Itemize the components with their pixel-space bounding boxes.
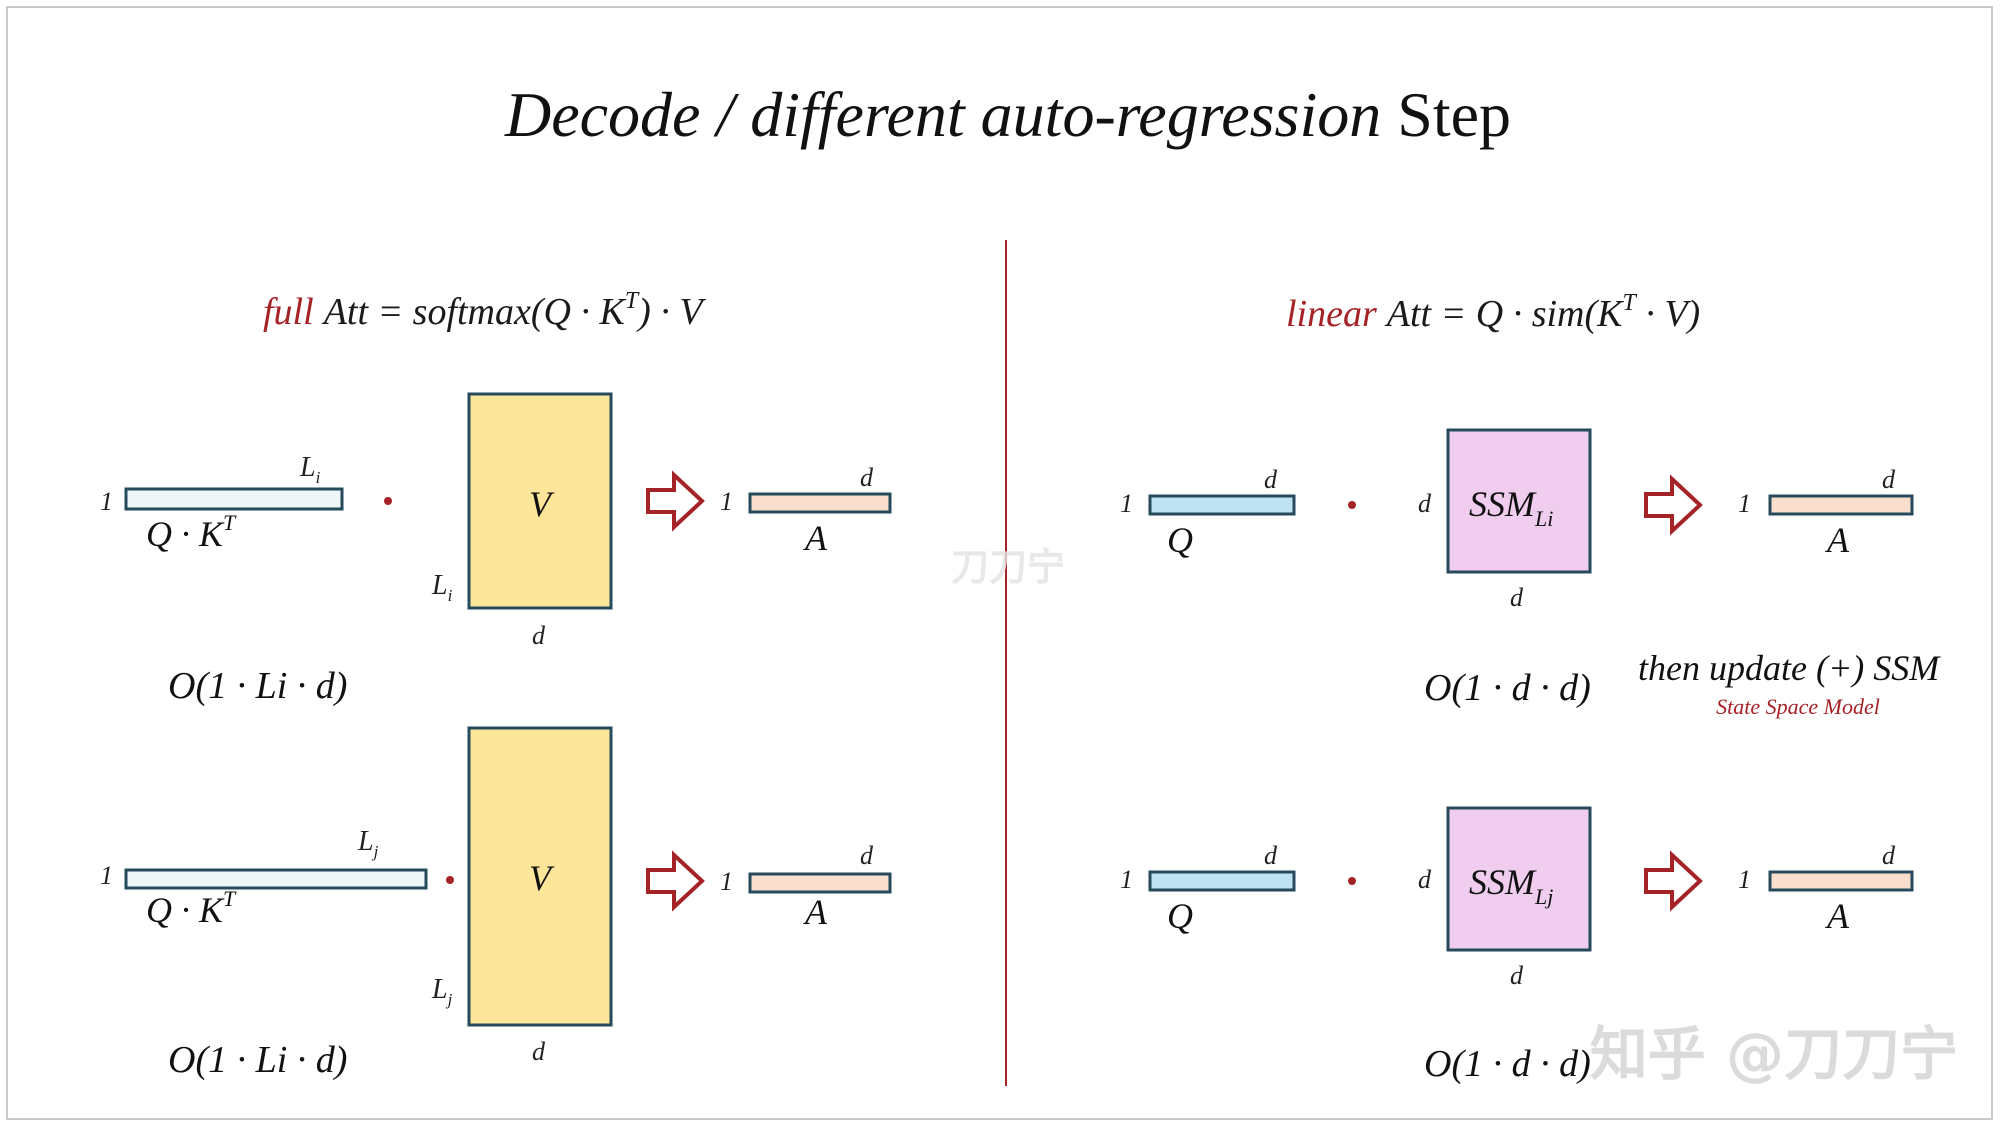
out-label: A — [803, 892, 828, 932]
output-vector — [748, 872, 892, 894]
out-label: A — [1825, 896, 1850, 936]
out-row-dim-label: 1 — [720, 867, 733, 896]
v-height-label: Li — [431, 570, 453, 605]
out-d-label: d — [1882, 841, 1896, 870]
qk-row-dim-label: 1 — [100, 487, 113, 516]
multiply-dot — [384, 497, 392, 505]
title-italic: Decode / different auto-regression — [504, 79, 1381, 150]
out-row-dim-label: 1 — [1738, 865, 1751, 894]
ssm-label: SSMLi — [1469, 484, 1553, 531]
output-vector — [1768, 494, 1914, 516]
q-vector — [1148, 870, 1296, 892]
v-matrix — [467, 392, 613, 610]
qk-row-dim-label: 1 — [100, 861, 113, 890]
update-note: then update (+) SSM — [1638, 648, 1941, 688]
out-row-dim-label: 1 — [1738, 489, 1751, 518]
left-formula-sup: T — [625, 288, 640, 314]
q-d-label: d — [1264, 465, 1278, 494]
out-d-label: d — [860, 463, 874, 492]
ssm-matrix — [1446, 806, 1592, 952]
qk-label: Q · KT — [146, 886, 237, 930]
ssm-d-bottom-label: d — [1510, 961, 1524, 990]
out-d-label: d — [860, 841, 874, 870]
right-formula-text: Att = Q · sim(K — [1384, 293, 1624, 335]
q-label: Q — [1167, 520, 1193, 560]
right-row-2: 1 d Q d SSMLj d 1 d A O(1 · d · d) — [1120, 806, 1914, 1085]
complexity-label: O(1 · d · d) — [1424, 1043, 1591, 1085]
right-row-1: 1 d Q d SSMLi d 1 d A O(1 · d · d) then … — [1120, 428, 1941, 719]
v-width-label: d — [532, 1037, 546, 1066]
out-label: A — [1825, 520, 1850, 560]
q-row-dim-label: 1 — [1120, 489, 1133, 518]
q-label: Q — [1167, 896, 1193, 936]
title-upright: Step — [1397, 79, 1511, 150]
left-formula-keyword: full — [263, 291, 314, 333]
v-label: V — [529, 484, 555, 524]
qk-vector — [124, 487, 344, 511]
out-d-label: d — [1882, 465, 1896, 494]
complexity-label: O(1 · d · d) — [1424, 667, 1591, 709]
out-row-dim-label: 1 — [720, 487, 733, 516]
qk-label: Q · KT — [146, 510, 237, 554]
right-arrow-icon — [646, 853, 704, 909]
right-formula-tail: · V) — [1636, 293, 1700, 335]
left-row-1: 1 Li Q · KT V Li d 1 d A O(1 · Li · d) — [100, 392, 892, 707]
qk-length-label: Lj — [357, 826, 379, 861]
q-vector — [1148, 494, 1296, 516]
output-vector — [1768, 870, 1914, 892]
left-formula-tail: ) · V — [636, 291, 706, 333]
qk-vector — [124, 868, 428, 890]
corner-watermark: 知乎 @刀刀宁 — [1590, 1020, 1958, 1088]
ssm-label: SSMLj — [1469, 862, 1553, 909]
update-subnote: State Space Model — [1716, 694, 1880, 719]
output-vector — [748, 492, 892, 514]
complexity-label: O(1 · Li · d) — [168, 665, 347, 707]
multiply-dot — [1348, 501, 1356, 509]
multiply-dot — [446, 876, 454, 884]
right-arrow-icon — [646, 473, 704, 529]
right-arrow-icon — [1644, 477, 1702, 533]
v-height-label: Lj — [431, 974, 453, 1009]
v-matrix — [467, 726, 613, 1027]
complexity-label: O(1 · Li · d) — [168, 1039, 347, 1081]
qk-length-label: Li — [299, 452, 321, 487]
ssm-matrix — [1446, 428, 1592, 574]
q-d-label: d — [1264, 841, 1278, 870]
out-label: A — [803, 518, 828, 558]
v-width-label: d — [532, 621, 546, 650]
ssm-d-left-label: d — [1418, 865, 1432, 894]
right-formula-keyword: linear — [1286, 293, 1377, 335]
q-row-dim-label: 1 — [1120, 865, 1133, 894]
v-label: V — [529, 858, 555, 898]
ssm-d-bottom-label: d — [1510, 583, 1524, 612]
left-formula-text: Att = softmax(Q · K — [321, 291, 627, 333]
right-arrow-icon — [1644, 853, 1702, 909]
multiply-dot — [1348, 877, 1356, 885]
ssm-d-left-label: d — [1418, 489, 1432, 518]
right-formula-sup: T — [1622, 290, 1637, 316]
center-watermark: 刀刀宁 — [951, 545, 1065, 589]
left-row-2: 1 Lj Q · KT V Lj d 1 d A O(1 · Li · d) — [100, 726, 892, 1081]
